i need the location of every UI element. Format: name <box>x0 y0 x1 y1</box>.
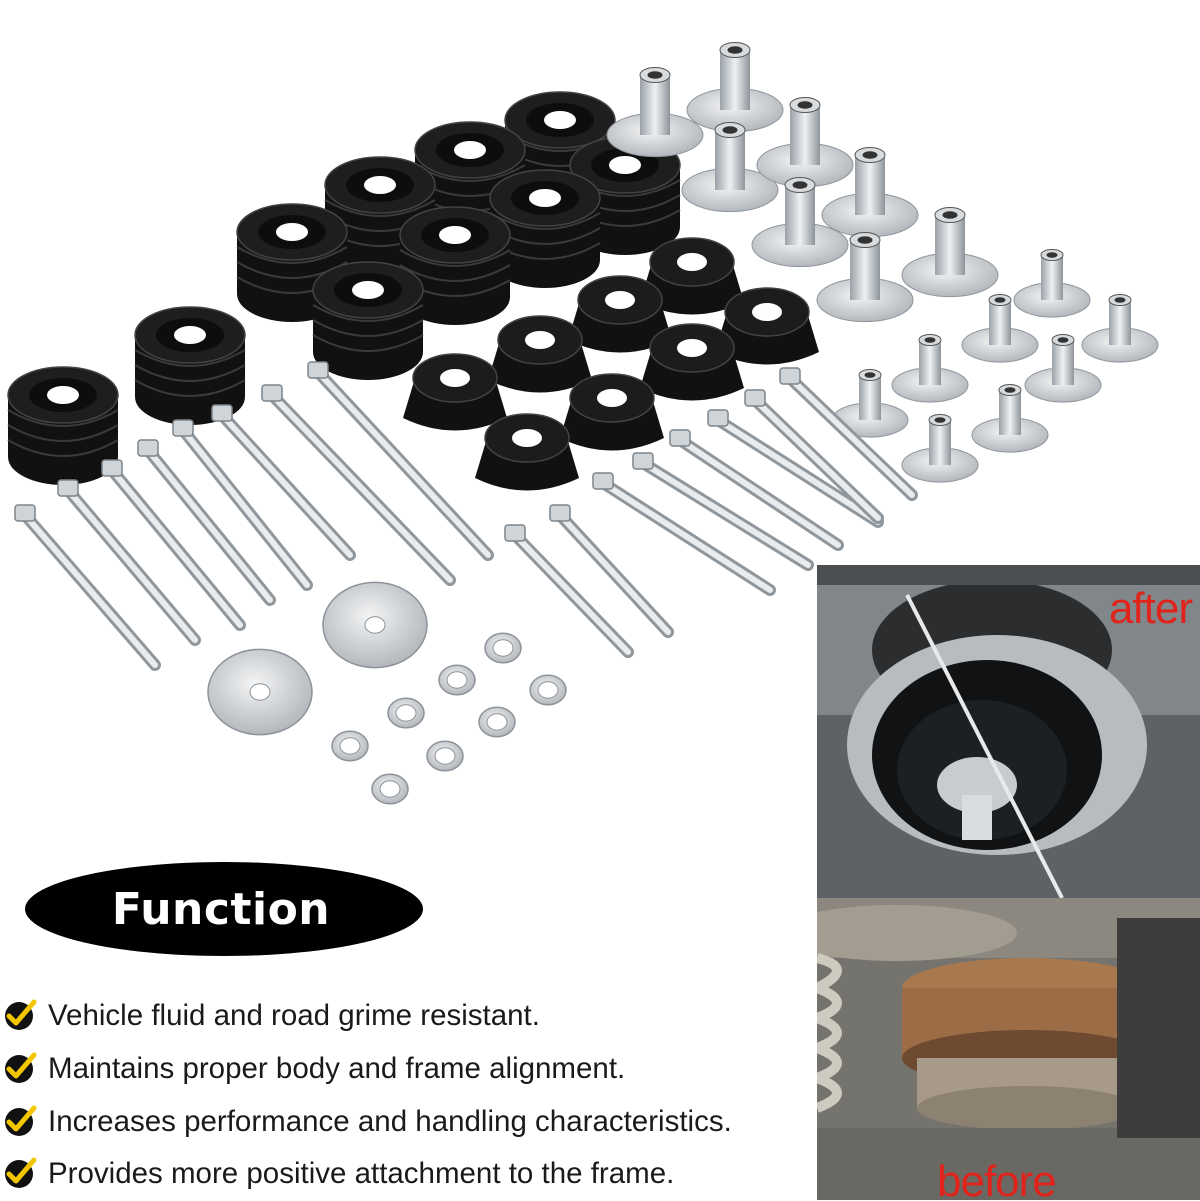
metal-sleeve <box>891 334 969 403</box>
after-label: after <box>1108 584 1193 633</box>
bolt <box>137 439 276 606</box>
washer <box>438 664 476 696</box>
washer <box>207 648 313 736</box>
tall-bushing <box>489 169 601 288</box>
bolt <box>172 419 313 591</box>
before-label: before <box>937 1157 1057 1201</box>
cone-bushing <box>568 275 672 353</box>
feature-item: Provides more positive attachment to the… <box>0 1148 810 1201</box>
cone-bushing <box>403 353 507 431</box>
feature-item: Maintains proper body and frame alignmen… <box>0 1043 810 1096</box>
bolt <box>669 429 844 551</box>
bolt <box>707 409 884 528</box>
bolt <box>57 479 201 646</box>
bolt <box>744 389 884 524</box>
bolt <box>211 404 356 561</box>
metal-sleeve <box>821 147 919 238</box>
metal-sleeve <box>756 97 854 188</box>
body-bushings <box>7 91 819 491</box>
cone-bushing <box>715 287 819 365</box>
bolt <box>779 367 918 501</box>
before-photo: before <box>817 898 1200 1200</box>
metal-sleeve <box>751 177 849 268</box>
cone-bushing <box>640 237 744 315</box>
bolt <box>14 504 161 671</box>
washer <box>331 730 369 762</box>
bolt <box>307 361 494 561</box>
metal-sleeve <box>901 207 999 298</box>
tall-bushing <box>399 206 511 325</box>
metal-sleeves <box>606 42 1159 483</box>
washer <box>478 706 516 738</box>
washer <box>322 581 428 669</box>
function-heading-pill: Function <box>25 862 423 956</box>
check-icon <box>5 1157 37 1189</box>
feature-list: Vehicle fluid and road grime resistant. … <box>0 990 810 1201</box>
feature-text: Vehicle fluid and road grime resistant. <box>48 999 540 1033</box>
cone-bushing <box>560 373 664 451</box>
metal-sleeve <box>971 384 1049 453</box>
metal-sleeve <box>1081 294 1159 363</box>
tall-bushing <box>312 261 424 380</box>
washers <box>207 581 567 805</box>
mounting-bolts <box>14 361 918 671</box>
washer <box>387 697 425 729</box>
feature-text: Provides more positive attachment to the… <box>48 1157 675 1191</box>
metal-sleeve <box>831 369 909 438</box>
metal-sleeve <box>816 232 914 323</box>
cone-bushing <box>488 315 592 393</box>
product-parts-image <box>7 42 1159 805</box>
feature-item: Increases performance and handling chara… <box>0 1095 810 1148</box>
tall-bushing <box>7 366 119 485</box>
metal-sleeve <box>961 294 1039 363</box>
function-title: Function <box>111 883 331 935</box>
feature-item: Vehicle fluid and road grime resistant. <box>0 990 810 1043</box>
metal-sleeve <box>606 67 704 158</box>
bolt <box>261 384 456 586</box>
bolt <box>504 524 634 658</box>
check-icon <box>5 1052 37 1084</box>
cone-bushing <box>475 413 579 491</box>
bolt <box>549 504 674 638</box>
metal-sleeve <box>1024 334 1102 403</box>
bolt <box>592 472 776 596</box>
washer <box>484 632 522 664</box>
feature-text: Increases performance and handling chara… <box>48 1104 732 1138</box>
cone-bushing <box>640 323 744 401</box>
metal-sleeve <box>901 414 979 483</box>
washer <box>371 773 409 805</box>
washer <box>529 674 567 706</box>
bolt <box>101 459 246 631</box>
washer <box>426 740 464 772</box>
after-photo: after <box>817 565 1200 898</box>
metal-sleeve <box>681 122 779 213</box>
feature-text: Maintains proper body and frame alignmen… <box>48 1052 626 1086</box>
tall-bushing <box>134 306 246 425</box>
metal-sleeve <box>1013 249 1091 318</box>
metal-sleeve <box>686 42 784 133</box>
check-icon <box>5 1105 37 1136</box>
bolt <box>632 452 814 571</box>
check-icon <box>5 999 37 1031</box>
